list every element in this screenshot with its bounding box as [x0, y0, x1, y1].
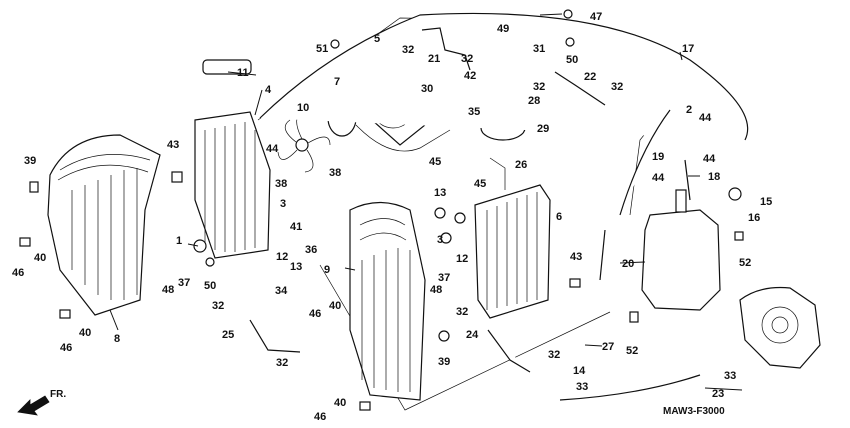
callout-9: 9 — [324, 264, 330, 276]
callout-15: 15 — [760, 196, 772, 208]
cooling-fan — [277, 111, 331, 173]
callout-16: 16 — [748, 212, 760, 224]
callout-29: 29 — [537, 123, 549, 135]
callout-35: 35 — [468, 106, 480, 118]
callout-52: 52 — [739, 257, 751, 269]
callout-32: 32 — [611, 81, 623, 93]
callout-17: 17 — [682, 43, 694, 55]
callout-44: 44 — [652, 172, 665, 184]
callout-33: 33 — [724, 370, 736, 382]
callout-44: 44 — [699, 112, 712, 124]
callout-32: 32 — [533, 81, 545, 93]
callout-1: 1 — [176, 235, 182, 247]
callout-34: 34 — [275, 285, 288, 297]
callout-22: 22 — [584, 71, 596, 83]
callout-45: 45 — [474, 178, 486, 190]
callout-43: 43 — [570, 251, 582, 263]
callout-39: 39 — [438, 356, 450, 368]
callout-45: 45 — [429, 156, 441, 168]
callout-39: 39 — [24, 155, 36, 167]
right-radiator — [474, 184, 551, 319]
callout-31: 31 — [533, 43, 545, 55]
right-radiator-shroud — [349, 201, 426, 401]
callout-50: 50 — [204, 280, 216, 292]
callout-18: 18 — [708, 171, 720, 183]
callout-48: 48 — [162, 284, 174, 296]
callout-38: 38 — [329, 167, 341, 179]
leader-lines — [109, 13, 743, 391]
callout-12: 12 — [276, 251, 288, 263]
callout-6: 6 — [556, 211, 562, 223]
callout-8: 8 — [114, 333, 120, 345]
callout-46: 46 — [314, 411, 326, 423]
hoses — [249, 12, 749, 401]
callout-48: 48 — [430, 284, 442, 296]
callout-51: 51 — [316, 43, 328, 55]
callout-32: 32 — [402, 44, 414, 56]
left-radiator-shroud — [47, 134, 161, 316]
callout-46: 46 — [60, 342, 72, 354]
callout-52: 52 — [626, 345, 638, 357]
callout-44: 44 — [266, 143, 279, 155]
callout-30: 30 — [421, 83, 433, 95]
callout-3: 3 — [437, 234, 443, 246]
callout-46: 46 — [309, 308, 321, 320]
callout-21: 21 — [428, 53, 440, 65]
callout-23: 23 — [712, 388, 724, 400]
callout-37: 37 — [438, 272, 450, 284]
hardware-fasteners — [19, 9, 744, 411]
callout-49: 49 — [497, 23, 509, 35]
callout-19: 19 — [652, 151, 664, 163]
callout-25: 25 — [222, 329, 234, 341]
callout-42: 42 — [464, 70, 476, 82]
callout-47: 47 — [590, 11, 602, 23]
callout-27: 27 — [602, 341, 614, 353]
callout-32: 32 — [212, 300, 224, 312]
callout-46: 46 — [12, 267, 24, 279]
callout-32: 32 — [461, 53, 473, 65]
water-pump — [739, 286, 821, 369]
callout-12: 12 — [456, 253, 468, 265]
callout-40: 40 — [34, 252, 46, 264]
callout-37: 37 — [178, 277, 190, 289]
callout-36: 36 — [305, 244, 317, 256]
left-radiator — [194, 59, 271, 259]
callout-32: 32 — [456, 306, 468, 318]
diagram-code: MAW3-F3000 — [663, 406, 725, 417]
callout-13: 13 — [290, 261, 302, 273]
callout-13: 13 — [434, 187, 446, 199]
callout-24: 24 — [466, 329, 479, 341]
callout-20: 20 — [622, 258, 634, 270]
callout-41: 41 — [290, 221, 302, 233]
callout-32: 32 — [276, 357, 288, 369]
callout-44: 44 — [703, 153, 716, 165]
callout-10: 10 — [297, 102, 309, 114]
callout-50: 50 — [566, 54, 578, 66]
callout-3: 3 — [280, 198, 286, 210]
callout-7: 7 — [334, 76, 340, 88]
callout-40: 40 — [334, 397, 346, 409]
callout-28: 28 — [528, 95, 540, 107]
front-direction-arrow: FR. — [17, 389, 66, 416]
callout-2: 2 — [686, 104, 692, 116]
front-direction-label: FR. — [50, 389, 66, 400]
callout-4: 4 — [265, 84, 272, 96]
callout-labels: 1 2 3 3 4 5 6 7 8 9 10 11 12 12 13 13 14… — [12, 11, 772, 423]
callout-40: 40 — [79, 327, 91, 339]
callout-40: 40 — [329, 300, 341, 312]
callout-38: 38 — [275, 178, 287, 190]
callout-43: 43 — [167, 139, 179, 151]
callout-5: 5 — [374, 33, 380, 45]
callout-33: 33 — [576, 381, 588, 393]
callout-32: 32 — [548, 349, 560, 361]
reserve-tank — [641, 189, 721, 311]
callout-11: 11 — [237, 67, 249, 79]
callout-14: 14 — [573, 365, 586, 377]
callout-26: 26 — [515, 159, 527, 171]
